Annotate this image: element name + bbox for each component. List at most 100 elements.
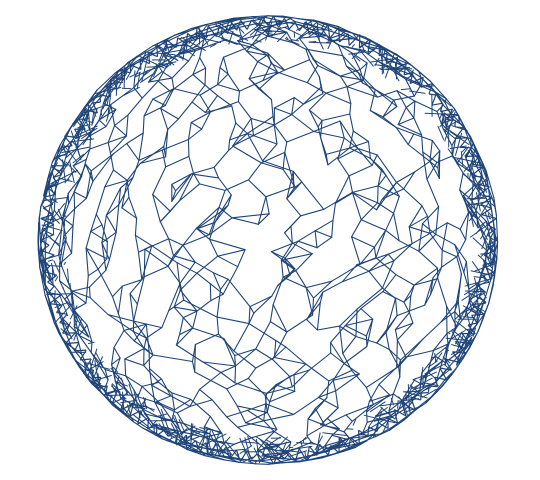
rim-chord xyxy=(252,19,271,37)
rim-chord xyxy=(62,143,78,162)
graph-edge xyxy=(44,212,50,248)
graph-edge xyxy=(189,399,213,407)
rim-chord xyxy=(434,352,443,363)
graph-edge xyxy=(176,412,184,424)
graph-edge xyxy=(465,261,470,290)
rim-chord xyxy=(180,45,199,54)
graph-edge xyxy=(142,47,167,60)
rim-chord xyxy=(402,390,419,393)
graph-edge xyxy=(262,143,278,162)
rim-chord xyxy=(434,352,437,362)
graph-edge xyxy=(103,389,111,402)
graph-edge xyxy=(245,411,268,424)
graph-edge xyxy=(284,240,299,259)
graph-edge xyxy=(191,343,196,363)
graph-edge xyxy=(337,44,344,57)
graph-edge xyxy=(306,424,326,437)
graph-edge xyxy=(314,230,333,238)
rim-chord xyxy=(255,438,260,463)
graph-edge xyxy=(459,228,467,241)
graph-edge xyxy=(457,273,462,302)
graph-edge xyxy=(121,196,130,209)
graph-edge xyxy=(222,450,232,458)
rim-chord xyxy=(221,455,245,462)
rim-chord xyxy=(442,356,451,364)
rim-edge xyxy=(385,53,388,64)
rim-edge xyxy=(240,19,248,30)
graph-edge xyxy=(339,75,348,88)
rim-edge xyxy=(377,422,389,429)
graph-edge xyxy=(289,369,310,377)
rim-chord xyxy=(51,267,54,287)
graph-edge xyxy=(101,224,108,243)
graph-edge xyxy=(441,249,458,258)
rim-chord xyxy=(211,430,225,457)
graph-edge xyxy=(171,183,177,192)
graph-edge xyxy=(334,175,350,204)
graph-edge xyxy=(256,439,267,451)
rim-chord xyxy=(472,203,488,207)
graph-edge xyxy=(312,58,341,77)
graph-edge xyxy=(429,150,441,162)
rim-edge xyxy=(455,137,468,139)
rim-chord xyxy=(454,307,468,320)
graph-edge xyxy=(262,69,286,82)
graph-edge xyxy=(272,304,288,333)
graph-edge xyxy=(313,130,345,139)
graph-edge xyxy=(167,34,176,40)
graph-edge xyxy=(138,149,163,161)
graph-edge xyxy=(196,228,211,240)
rim-chord xyxy=(473,277,479,294)
rim-chord xyxy=(123,66,126,89)
graph-edge xyxy=(203,415,211,428)
graph-edge xyxy=(326,407,339,419)
graph-edge xyxy=(89,141,109,150)
rim-chord xyxy=(61,146,90,154)
graph-edge xyxy=(250,117,255,137)
graph-edge xyxy=(90,224,103,232)
graph-edge xyxy=(53,209,64,222)
graph-edge xyxy=(73,191,87,199)
rim-chord xyxy=(335,33,346,41)
graph-edge xyxy=(141,385,161,404)
graph-edge xyxy=(442,127,457,140)
graph-edge xyxy=(286,181,303,200)
graph-edge xyxy=(408,226,431,234)
rim-edge xyxy=(176,434,187,446)
rim-chord xyxy=(52,214,55,236)
rim-chord xyxy=(471,165,477,180)
graph-edge xyxy=(47,209,55,228)
graph-edge xyxy=(109,79,112,87)
graph-edge xyxy=(355,335,378,344)
rim-edge xyxy=(112,76,124,81)
graph-edge xyxy=(103,379,109,391)
graph-edge xyxy=(437,278,448,307)
graph-edge xyxy=(407,133,415,146)
graph-edge xyxy=(141,80,159,99)
graph-edge xyxy=(143,248,146,278)
graph-edge xyxy=(339,325,357,338)
graph-edge xyxy=(365,318,374,337)
rim-edge xyxy=(480,196,492,206)
rim-edge xyxy=(56,304,63,313)
rim-chord xyxy=(209,43,217,48)
graph-edge xyxy=(211,399,228,418)
graph-edge xyxy=(133,323,147,342)
rim-chord xyxy=(294,453,315,461)
rim-chord xyxy=(462,316,475,319)
graph-edge xyxy=(494,252,498,260)
graph-edge xyxy=(124,358,145,367)
graph-edge xyxy=(385,331,390,351)
graph-edge xyxy=(118,176,134,206)
graph-edge xyxy=(432,332,448,352)
graph-edge xyxy=(85,247,89,277)
graph-edge xyxy=(248,46,269,54)
rim-chord xyxy=(302,436,307,441)
rim-chord xyxy=(42,215,67,227)
rim-chord xyxy=(415,81,420,84)
rim-chord xyxy=(69,161,75,184)
graph-edge xyxy=(295,270,307,289)
graph-edge xyxy=(112,169,128,181)
rim-chord xyxy=(69,282,73,304)
graph-edge xyxy=(292,170,303,183)
